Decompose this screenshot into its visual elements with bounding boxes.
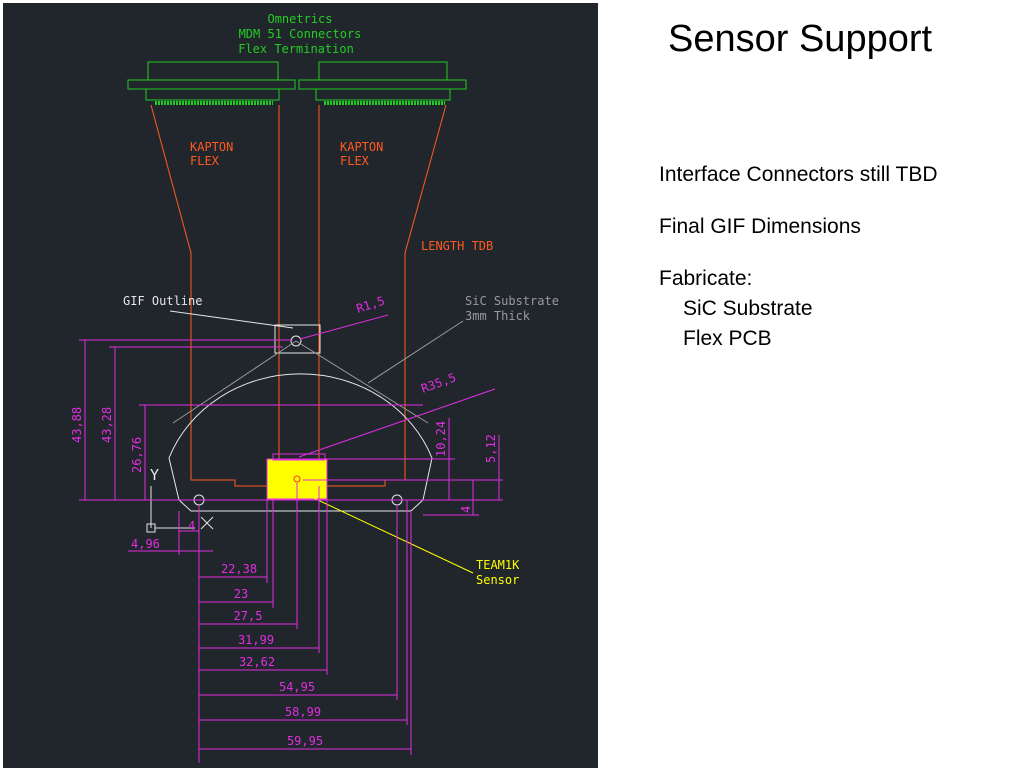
bullet-fabricate-label: Fabricate: (659, 267, 753, 290)
r-large-leader (298, 388, 496, 458)
header-line-2: MDM 51 Connectors (239, 27, 362, 41)
header-line-3: Flex Termination (238, 42, 354, 56)
drawing-background (3, 3, 598, 768)
connector-right (298, 61, 467, 105)
dim-4-right: 4 (459, 506, 473, 513)
ucs-axis-icon (146, 486, 214, 533)
dim-275: 27,5 (234, 609, 263, 623)
dim-2676: 26,76 (130, 437, 144, 473)
sic-diag-left (172, 340, 297, 424)
bullet-interface-connectors: Interface Connectors still TBD (659, 163, 938, 186)
dim-512: 5,12 (484, 434, 498, 463)
dim-4-small: 4 (188, 519, 195, 533)
sub-bullet-flex-pcb: Flex PCB (683, 327, 772, 350)
sic-label-line-2: 3mm Thick (465, 309, 531, 323)
dim-5495: 54,95 (279, 680, 315, 694)
sensor-leader (302, 492, 474, 574)
axis-y-label: Y (150, 466, 159, 484)
sic-label-line-1: SiC Substrate (465, 294, 559, 308)
length-label: LENGTH TDB (421, 239, 493, 253)
kapton-left-line-1: KAPTON (190, 140, 233, 154)
kapton-left-line-2: FLEX (190, 154, 220, 168)
sensor-frame (272, 453, 326, 461)
dim-3262: 32,62 (239, 655, 275, 669)
dim-1024: 10,24 (434, 421, 448, 457)
dim-496: 4,96 (131, 537, 160, 551)
gif-outline-leader (169, 310, 294, 329)
kapton-right-line-1: KAPTON (340, 140, 383, 154)
sub-bullet-sic-substrate: SiC Substrate (683, 297, 813, 320)
cad-drawing: Omnetrics MDM 51 Connectors Flex Termina… (3, 3, 598, 768)
r-small-leader (299, 314, 389, 340)
sic-diag-right (295, 340, 429, 424)
bullet-fabricate: Fabricate: SiC Substrate Flex PCB (659, 264, 938, 354)
connector-left (127, 61, 296, 105)
dim-4328: 43,28 (100, 407, 114, 443)
sensor-label-line-1: TEAM1K (476, 558, 520, 572)
header-line-1: Omnetrics (267, 12, 332, 26)
kapton-right-line-2: FLEX (340, 154, 370, 168)
sensor-center-mark (293, 475, 301, 483)
bullet-final-gif-dimensions: Final GIF Dimensions (659, 215, 861, 238)
dim-5899: 58,99 (285, 705, 321, 719)
sic-leader (367, 320, 464, 384)
bullet-list: Interface Connectors still TBD Final GIF… (659, 160, 938, 376)
dim-23: 23 (234, 587, 248, 601)
sensor-label-line-2: Sensor (476, 573, 519, 587)
gif-outline-label: GIF Outline (123, 294, 202, 308)
dim-3199: 31,99 (238, 633, 274, 647)
dim-5995: 59,95 (287, 734, 323, 748)
dim-4388: 43,88 (70, 407, 84, 443)
slide-title: Sensor Support (668, 18, 933, 60)
dim-2238: 22,38 (221, 562, 257, 576)
